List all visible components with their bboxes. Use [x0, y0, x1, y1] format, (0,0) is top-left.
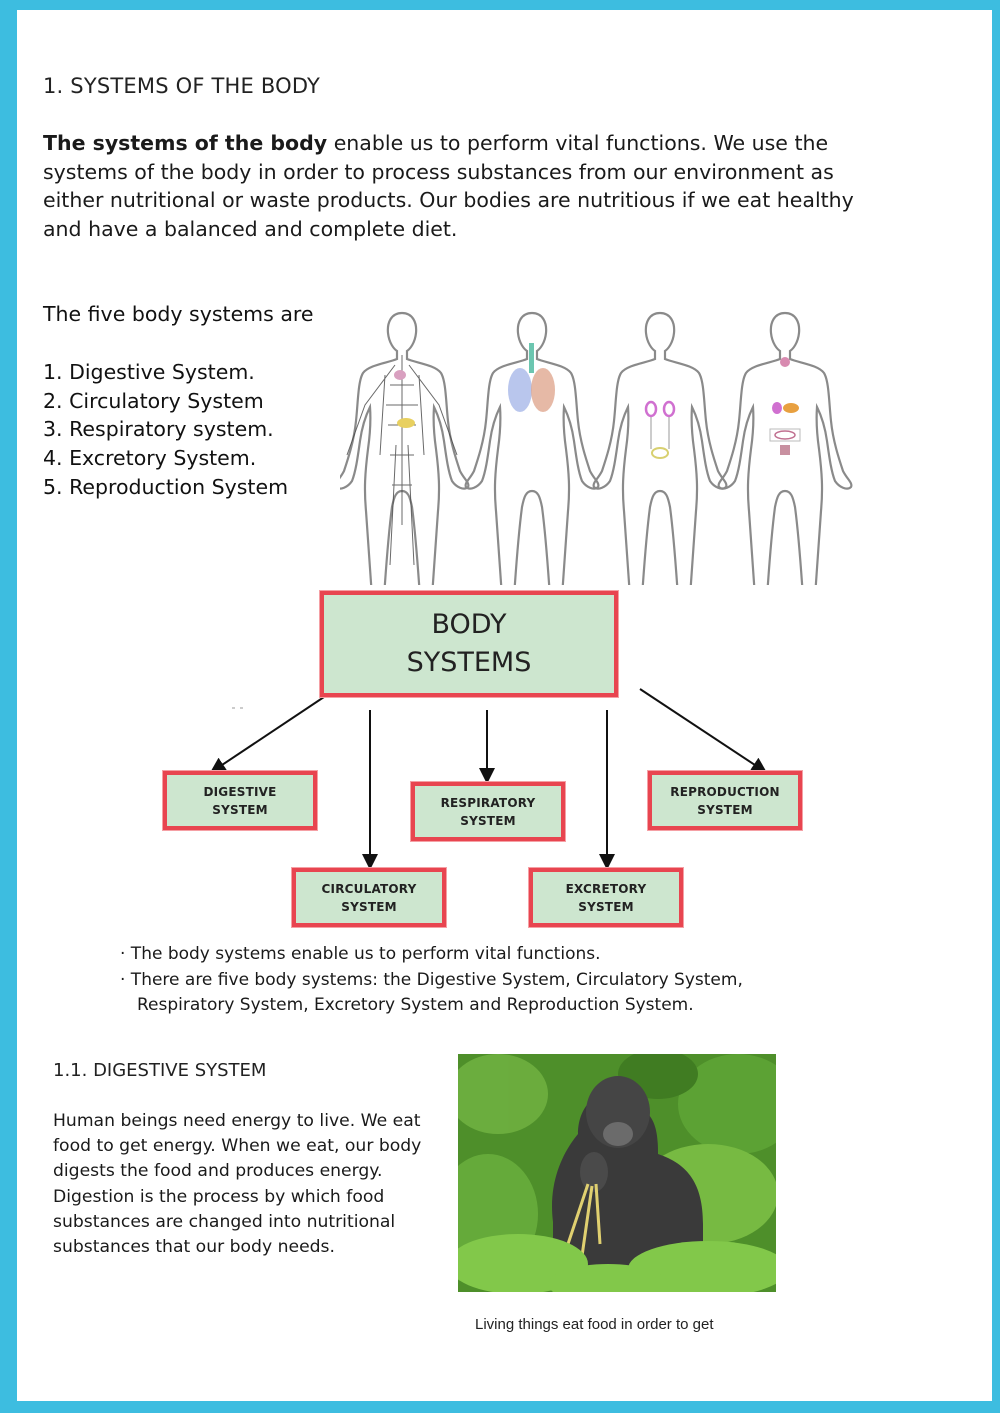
photo-caption: Living things eat food in order to get	[475, 1316, 714, 1333]
node-label: SYSTEM	[578, 899, 634, 914]
list-item: 3. Respiratory system.	[43, 417, 274, 442]
list-item: 2. Circulatory System	[43, 388, 264, 413]
respiratory-figure-icon	[464, 311, 600, 585]
node-label: REPRODUCTION	[670, 784, 780, 799]
node-label: SYSTEM	[460, 813, 516, 828]
circulatory-figure-icon	[340, 311, 470, 585]
body-figures-illustration	[340, 311, 853, 585]
node-label: SYSTEM	[212, 802, 268, 817]
summary-bullets: · The body systems enable us to perform …	[120, 942, 840, 1019]
diagram-root-body-systems: BODY SYSTEMS	[320, 591, 618, 697]
intro-paragraph: The systems of the body enable us to per…	[43, 129, 873, 243]
list-item: 5. Reproduction System	[43, 474, 289, 499]
node-label: SYSTEM	[697, 802, 753, 817]
section-title: 1. SYSTEMS OF THE BODY	[43, 74, 321, 98]
digestive-paragraph: Human beings need energy to live. We eat…	[53, 1111, 422, 1258]
diagram-node-circulatory: CIRCULATORY SYSTEM	[292, 868, 446, 927]
root-label-line1: BODY	[431, 609, 507, 640]
excretory-figure-icon	[592, 311, 728, 585]
summary-bullet-2: · There are five body systems: the Diges…	[120, 969, 743, 990]
root-label-line2: SYSTEMS	[406, 647, 532, 678]
intro-bold: The systems of the body	[43, 131, 328, 155]
node-label: RESPIRATORY	[440, 795, 536, 810]
node-label: DIGESTIVE	[203, 784, 277, 799]
summary-bullet-1: · The body systems enable us to perform …	[120, 944, 601, 964]
diagram-node-excretory: EXCRETORY SYSTEM	[529, 868, 683, 927]
list-item: 4. Excretory System.	[43, 446, 257, 471]
five-systems-list: 1. Digestive System. 2. Circulatory Syst…	[43, 358, 288, 502]
diagram-node-respiratory: RESPIRATORY SYSTEM	[411, 782, 565, 841]
five-systems-heading: The five body systems are	[43, 302, 314, 326]
digestive-section-title: 1.1. DIGESTIVE SYSTEM	[53, 1060, 267, 1081]
intro-text: enable us to perform vital functions. We…	[43, 131, 854, 241]
list-item: 1. Digestive System.	[43, 360, 255, 384]
diagram-node-digestive: DIGESTIVE SYSTEM	[163, 771, 317, 830]
diagram-node-reproduction: REPRODUCTION SYSTEM	[648, 771, 802, 830]
summary-bullet-2-cont: Respiratory System, Excretory System and…	[137, 995, 694, 1015]
node-label: EXCRETORY	[565, 881, 647, 896]
gorilla-eating-photo	[458, 1054, 776, 1292]
reproductive-figure-icon	[717, 311, 853, 585]
node-label: SYSTEM	[341, 899, 397, 914]
node-label: CIRCULATORY	[321, 881, 417, 896]
